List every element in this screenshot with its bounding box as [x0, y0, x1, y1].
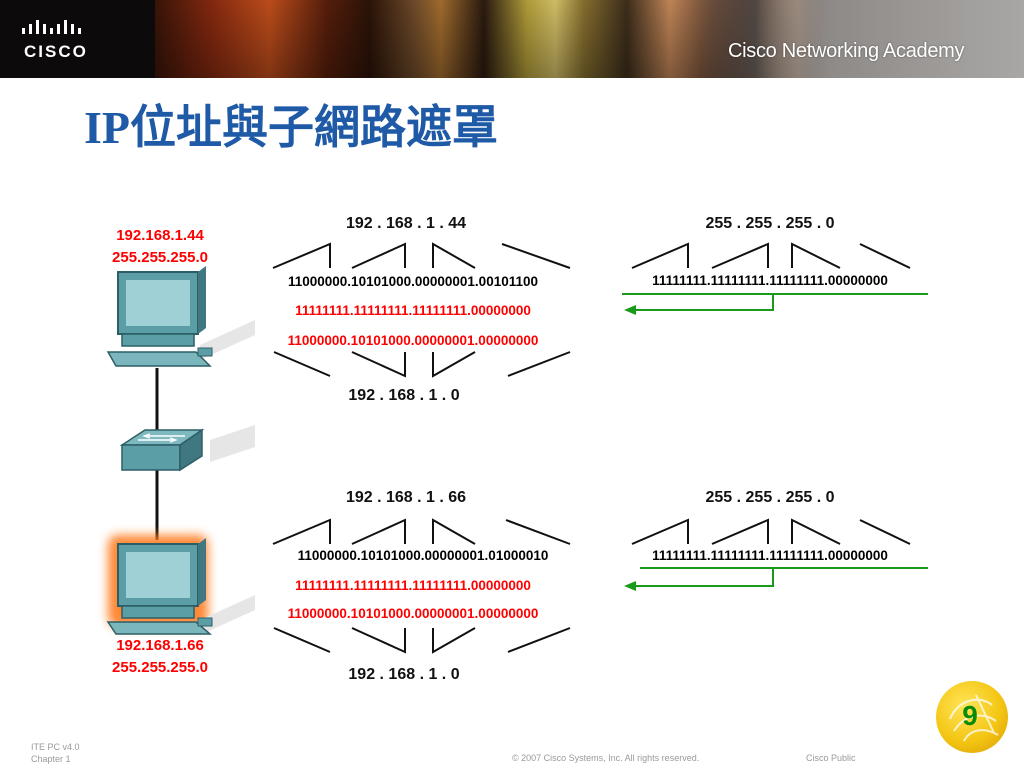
cisco-logo-icon [22, 20, 81, 34]
mask-binary-bottom: 11111111.11111111.11111111.00000000 [652, 548, 888, 563]
footer-chapter: Chapter 1 [31, 754, 71, 764]
mask-binary-top: 11111111.11111111.11111111.00000000 [652, 273, 888, 288]
octet-brackets-top [272, 242, 571, 269]
ip-binary-bottom: 11000000.10101000.00000001.01000010 [298, 548, 549, 563]
ip-binary-top: 11000000.10101000.00000001.00101100 [288, 274, 538, 289]
green-arrow-top [622, 293, 928, 315]
footer-classification: Cisco Public [806, 753, 856, 763]
mask-binary-red-top: 11111111.11111111.11111111.00000000 [295, 303, 531, 318]
host2-ip-label: 192.168.1.66 [116, 637, 204, 654]
slide-title: IP位址與子網路遮罩 [84, 102, 498, 153]
footer-copyright: © 2007 Cisco Systems, Inc. All rights re… [512, 753, 700, 763]
cisco-logo-text: CISCO [24, 42, 88, 61]
ip-decimal-top: 192 . 168 . 1 . 44 [346, 215, 466, 232]
host2-mask-label: 255.255.255.0 [112, 659, 208, 676]
mask-brackets-top [631, 242, 911, 269]
mask-decimal-bottom: 255 . 255 . 255 . 0 [706, 489, 835, 506]
green-arrow-bottom [624, 567, 928, 591]
page-badge-swirl-icon [949, 694, 999, 742]
octet-brackets-bottom [272, 518, 571, 545]
header-right-panel [700, 0, 1024, 78]
header-banner: CISCO Cisco Networking Academy [0, 0, 1024, 78]
switch-icon [119, 425, 255, 472]
mask-brackets-bottom [631, 518, 911, 545]
network-decimal-top: 192 . 168 . 1 . 0 [348, 387, 459, 404]
result-brackets-top [273, 351, 571, 378]
academy-title: Cisco Networking Academy [728, 40, 965, 62]
computer-icon [106, 266, 255, 367]
footer-course-version: ITE PC v4.0 [31, 742, 80, 752]
network-binary-bottom: 11000000.10101000.00000001.00000000 [288, 606, 539, 621]
network-decimal-bottom: 192 . 168 . 1 . 0 [348, 666, 459, 683]
mask-decimal-top: 255 . 255 . 255 . 0 [706, 215, 835, 232]
page-badge-icon [936, 681, 1008, 753]
host1-ip-label: 192.168.1.44 [116, 227, 204, 244]
computer-highlighted-icon [106, 535, 255, 635]
result-brackets-bottom [273, 627, 571, 654]
network-binary-top: 11000000.10101000.00000001.00000000 [288, 333, 539, 348]
mask-binary-red-bottom: 11111111.11111111.11111111.00000000 [295, 578, 531, 593]
ip-decimal-bottom: 192 . 168 . 1 . 66 [346, 489, 466, 506]
host1-mask-label: 255.255.255.0 [112, 249, 208, 266]
footer-course: ITE PC v4.0 Chapter 1 [31, 741, 80, 765]
page-number: 9 [962, 700, 978, 731]
